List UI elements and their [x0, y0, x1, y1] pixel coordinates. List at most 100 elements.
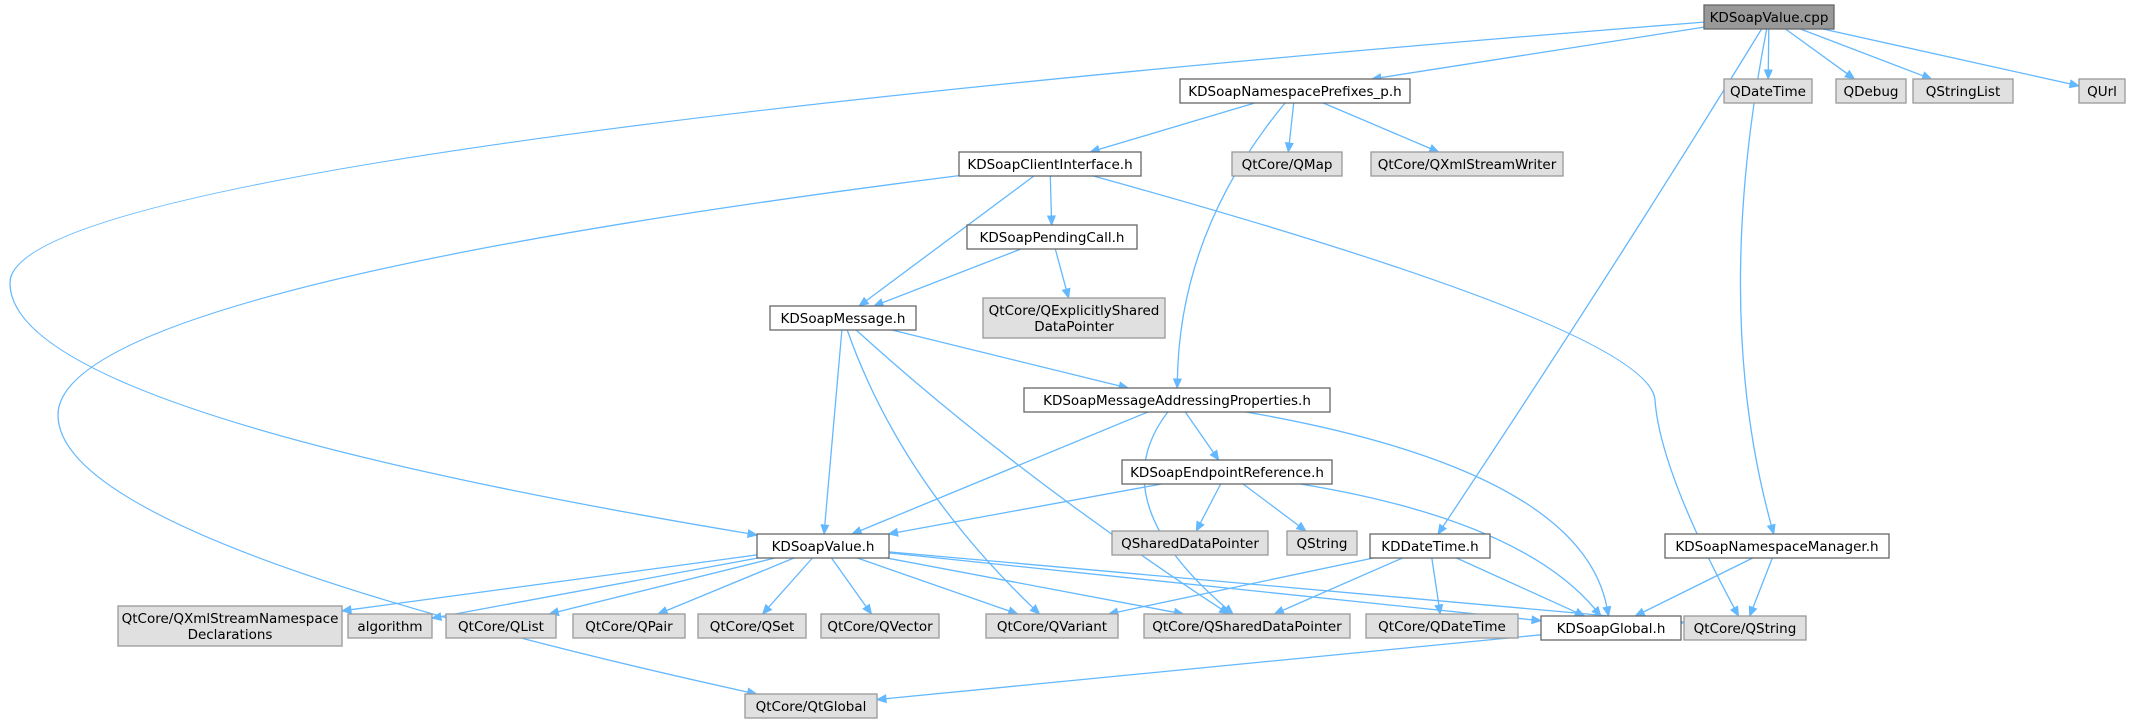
node-box: [1121, 459, 1333, 485]
node-label: QtCore/QList: [458, 619, 544, 635]
node-box: [985, 613, 1119, 639]
node-box: [1683, 615, 1807, 641]
node-qtcoredatetime: QtCore/QDateTime: [1365, 613, 1519, 639]
node-qshared: QSharedDataPointer: [1111, 530, 1269, 556]
node-qxmlwriter: QtCore/QXmlStreamWriter: [1370, 151, 1564, 177]
edge-nsprefix-to-qmap: [1288, 102, 1295, 144]
node-label: KDSoapNamespacePrefixes_p.h: [1188, 84, 1401, 100]
node-box: [1023, 387, 1331, 413]
edge-nsmanager-to-global: [1643, 557, 1753, 613]
arrowhead-endpoint-to-qshared: [1195, 520, 1205, 533]
arrowhead-value-to-qxmlns: [340, 605, 352, 615]
edge-value-to-qset: [768, 557, 813, 608]
node-label: QDateTime: [1730, 84, 1806, 100]
node-box: [1664, 533, 1890, 559]
node-nsmanager[interactable]: KDSoapNamespaceManager.h: [1664, 533, 1890, 559]
node-kddatetime[interactable]: KDDateTime.h: [1369, 533, 1491, 559]
node-label: QtCore/QString: [1694, 621, 1797, 637]
node-box: [117, 605, 343, 647]
edge-client-to-qtglobal: [57, 174, 960, 693]
node-label: Declarations: [188, 627, 273, 643]
edge-addressing-to-endpoint: [1184, 411, 1215, 453]
arrowhead-pending-to-qexplicit: [1061, 287, 1071, 300]
arrowhead-value-to-algorithm: [430, 612, 443, 621]
node-label: algorithm: [357, 619, 422, 635]
node-box: [445, 613, 557, 639]
node-value[interactable]: KDSoapValue.h: [756, 533, 890, 559]
edge-message-to-addressing: [891, 329, 1120, 387]
edge-nsprefix-to-addressing: [1176, 102, 1286, 380]
arrowhead-message-to-qvariant: [1029, 604, 1041, 615]
node-box: [1286, 530, 1358, 556]
arrowhead-root-to-value: [746, 528, 759, 538]
node-label: QtCore/QXmlStreamWriter: [1378, 157, 1557, 173]
node-label: KDSoapMessageAddressingProperties.h: [1043, 393, 1311, 409]
edge-root-to-nsmanager: [1739, 28, 1772, 526]
node-box: [769, 305, 917, 331]
edge-value-to-qlist: [557, 557, 775, 613]
arrowhead-client-to-qtcorestring: [1729, 605, 1740, 618]
node-qpair: QtCore/QPair: [572, 613, 686, 639]
node-box: [1179, 78, 1411, 104]
edge-endpoint-to-value: [897, 483, 1162, 534]
edge-root-to-qdatetime: [1767, 28, 1770, 71]
node-client[interactable]: KDSoapClientInterface.h: [958, 151, 1142, 177]
edge-kddatetime-to-qvariant: [1117, 557, 1374, 613]
arrowhead-root-to-qdebug: [1844, 69, 1856, 80]
node-box: [572, 613, 686, 639]
node-qset: QtCore/QSet: [697, 613, 807, 639]
edge-endpoint-to-qstring: [1242, 483, 1300, 527]
arrowhead-message-to-value: [820, 524, 830, 536]
arrowhead-kddatetime-to-qtcoreshared: [1273, 606, 1285, 615]
node-qdatetime: QDateTime: [1723, 78, 1813, 104]
node-message[interactable]: KDSoapMessage.h: [769, 305, 917, 331]
arrowhead-nsprefix-to-qmap: [1284, 142, 1294, 154]
arrowhead-kddatetime-to-global: [1573, 607, 1586, 617]
arrowhead-endpoint-to-value: [887, 527, 899, 537]
node-label: QtCore/QPair: [585, 619, 673, 635]
arrowhead-value-to-qvector: [862, 603, 873, 616]
node-nsprefix[interactable]: KDSoapNamespacePrefixes_p.h: [1179, 78, 1411, 104]
node-label: QtCore/QVector: [827, 619, 933, 635]
node-box: [966, 224, 1138, 250]
arrowhead-endpoint-to-global: [1591, 605, 1602, 617]
edge-kddatetime-to-qtcoreshared: [1282, 557, 1403, 611]
arrowhead-root-to-qdatetime: [1763, 69, 1773, 81]
edge-root-to-qurl: [1822, 28, 2071, 85]
node-global[interactable]: KDSoapGlobal.h: [1540, 615, 1682, 641]
edge-value-to-qtcoreshared: [886, 557, 1175, 613]
node-label: KDSoapGlobal.h: [1557, 621, 1666, 637]
node-addressing[interactable]: KDSoapMessageAddressingProperties.h: [1023, 387, 1331, 413]
edge-nsprefix-to-qxmlwriter: [1323, 102, 1431, 150]
node-root: KDSoapValue.cpp: [1703, 4, 1835, 30]
node-box: [982, 297, 1166, 339]
edge-kddatetime-to-global: [1456, 557, 1577, 613]
arrowhead-root-to-qstringlist: [1921, 71, 1933, 80]
arrowhead-endpoint-to-qstring: [1295, 521, 1307, 532]
node-box: [820, 613, 940, 639]
node-label: QtCore/QSet: [710, 619, 795, 635]
edge-root-to-kddatetime: [1442, 28, 1763, 527]
node-box: [958, 151, 1142, 177]
arrowhead-client-to-pending: [1046, 215, 1056, 227]
edge-pending-to-message: [882, 248, 1022, 304]
node-box: [1912, 78, 2014, 104]
node-label: KDSoapMessage.h: [781, 311, 906, 327]
node-label: QDebug: [1843, 84, 1898, 100]
node-label: KDSoapPendingCall.h: [980, 230, 1125, 246]
edge-client-to-qtcorestring: [1093, 175, 1735, 609]
nodes-layer: KDSoapValue.cppKDSoapNamespacePrefixes_p…: [117, 4, 2126, 719]
node-pending[interactable]: KDSoapPendingCall.h: [966, 224, 1138, 250]
arrowhead-value-to-qpair: [656, 606, 669, 615]
arrowhead-addressing-to-endpoint: [1209, 449, 1220, 462]
edge-addressing-to-global: [1245, 411, 1608, 608]
node-endpoint[interactable]: KDSoapEndpointReference.h: [1121, 459, 1333, 485]
edge-root-to-value: [9, 21, 1705, 535]
node-qvariant: QtCore/QVariant: [985, 613, 1119, 639]
node-qurl: QUrl: [2078, 78, 2126, 104]
node-label: KDSoapValue.cpp: [1710, 10, 1829, 26]
edge-value-to-algorithm: [440, 557, 759, 618]
arrowhead-pending-to-message: [872, 298, 885, 307]
